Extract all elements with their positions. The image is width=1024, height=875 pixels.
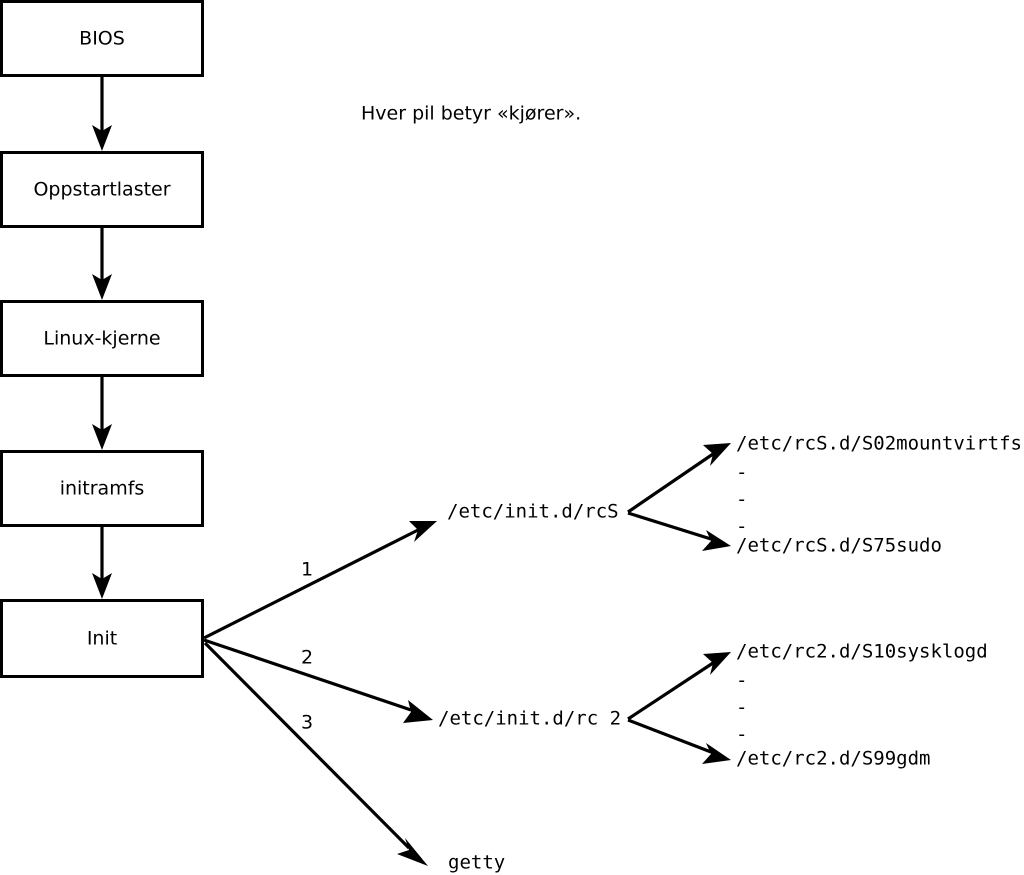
arrowhead-down-3 [92,424,112,450]
node-initramfs-rect [0,450,204,527]
label-getty: getty [448,852,505,874]
arrowhead-down-4 [92,573,112,599]
edge-label-2: 2 [301,647,313,669]
label-rcS-ellipsis-3: - [736,516,747,538]
label-rc2-last-script: /etc/rc2.d/S99gdm [736,748,930,770]
arrowhead-branch-1 [409,521,437,542]
node-kernel-rect [0,300,204,377]
edge-init-to-rc2: 2 [203,638,433,723]
edge-bootloader-to-kernel [92,227,112,300]
edge-rcS-to-last-script [627,511,731,551]
edge-label-3: 3 [301,712,313,734]
node-bootloader-label: Oppstartlaster [33,179,170,201]
arrowhead-rcS-first [703,443,731,466]
node-init-label: Init [87,628,117,650]
edge-bios-to-bootloader [92,76,112,151]
arrowhead-down-1 [92,125,112,151]
edge-label-1: 1 [301,559,313,581]
label-init-d-rcS: /etc/init.d/rcS [447,501,619,523]
diagram-note: Hver pil betyr «kjører». [361,103,581,125]
label-rcS-ellipsis-1: - [736,462,747,484]
label-rc2-ellipsis-3: - [736,724,747,746]
node-bios-rect [0,0,204,77]
arrowhead-rc2-last [702,743,731,764]
edge-initramfs-to-init [92,526,112,599]
node-bootloader: Oppstartlaster [0,151,204,228]
label-rc2-first-script: /etc/rc2.d/S10sysklogd [736,641,988,663]
edge-rcS-to-first-script [627,443,731,514]
label-rc2-ellipsis-1: - [736,670,747,692]
edge-rc2-to-first-script [627,652,731,721]
arrowhead-branch-2 [403,700,433,723]
node-bios: BIOS [0,0,204,77]
arrowhead-branch-3 [397,838,428,866]
edge-init-to-rcS: 1 [203,521,437,640]
node-init: Init [0,599,204,678]
arrowhead-down-2 [92,274,112,300]
arrowhead-rcS-last [702,530,731,551]
node-init-rect [0,599,204,678]
edge-kernel-to-initramfs [92,376,112,450]
label-rcS-last-script: /etc/rcS.d/S75sudo [736,535,942,557]
arrowhead-rc2-first [703,652,731,675]
node-initramfs-label: initramfs [60,478,145,500]
label-rc2-ellipsis-2: - [736,697,747,719]
label-rcS-ellipsis-2: - [736,489,747,511]
edge-rc2-to-last-script [627,718,731,764]
node-bios-label: BIOS [79,28,125,50]
edge-init-to-getty: 3 [203,641,428,866]
node-kernel-label: Linux-kjerne [43,328,160,350]
node-initramfs: initramfs [0,450,204,527]
label-rcS-first-script: /etc/rcS.d/S02mountvirtfs [736,433,1022,455]
node-bootloader-rect [0,151,204,228]
node-kernel: Linux-kjerne [0,300,204,377]
label-init-d-rc2: /etc/init.d/rc 2 [438,708,621,730]
